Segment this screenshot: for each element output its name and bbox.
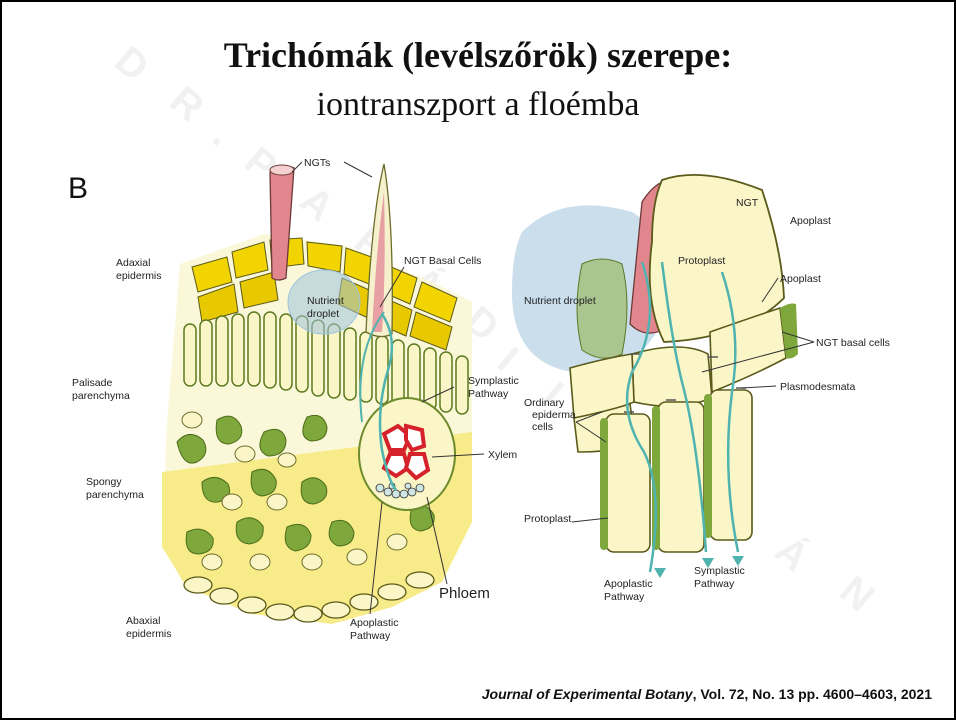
label-nutrient-droplet: Nutrient droplet [524, 295, 596, 307]
label-ngt-basal-cells-right: NGT basal cells [816, 337, 890, 349]
label-symplastic-1: Symplastic [468, 375, 519, 387]
label-apoplastic-right-1: Apoplastic [604, 578, 652, 590]
label-palisade-1: Palisade [72, 377, 112, 389]
ngt-tip [270, 165, 294, 175]
label-abaxial-2: epidermis [126, 628, 172, 640]
label-symplastic-right-2: Pathway [694, 578, 735, 590]
citation: Journal of Experimental Botany, Vol. 72,… [482, 686, 932, 702]
label-phloem: Phloem [439, 585, 490, 602]
label-ngt: NGT [736, 197, 759, 209]
label-apoplast-top: Apoplast [790, 215, 831, 227]
label-ngts: NGTs [304, 157, 330, 169]
label-palisade-2: parenchyma [72, 390, 130, 402]
citation-details: , Vol. 72, No. 13 pp. 4600–4603, 2021 [693, 686, 932, 702]
citation-journal: Journal of Experimental Botany [482, 686, 693, 702]
label-abaxial-1: Abaxial [126, 615, 160, 627]
label-adaxial-2: epidermis [116, 270, 162, 282]
label-xylem: Xylem [488, 449, 517, 461]
label-ordinary-2: epiderma [532, 409, 576, 421]
label-spongy-2: parenchyma [86, 489, 144, 501]
vascular-bundle [359, 398, 455, 510]
label-apoplastic-2: Pathway [350, 630, 391, 642]
label-apoplastic-right-2: Pathway [604, 591, 645, 603]
label-protoplast-bottom: Protoplast [524, 513, 571, 525]
green-lobe [577, 259, 627, 358]
label-spongy-1: Spongy [86, 476, 122, 488]
label-ordinary-1: Ordinary [524, 397, 565, 409]
label-ordinary-3: cells [532, 421, 553, 433]
label-nutrient-2: droplet [307, 308, 339, 320]
label-symplastic-right-1: Symplastic [694, 565, 745, 577]
label-adaxial-1: Adaxial [116, 257, 150, 269]
label-plasmodesmata: Plasmodesmata [780, 381, 855, 393]
label-protoplast-top: Protoplast [678, 255, 725, 267]
label-apoplast-mid: Apoplast [780, 273, 821, 285]
ngt-detail: NGT Apoplast Protoplast Apoplast Nutrien… [512, 175, 890, 603]
label-ngt-basal-cells: NGT Basal Cells [404, 255, 481, 267]
label-symplastic-2: Pathway [468, 388, 509, 400]
label-apoplastic-1: Apoplastic [350, 617, 398, 629]
label-nutrient-1: Nutrient [307, 295, 344, 307]
leaf-cross-section: NGTs NGT Basal Cells Adaxial epidermis N… [72, 157, 519, 642]
panel-letter: B [68, 172, 88, 205]
